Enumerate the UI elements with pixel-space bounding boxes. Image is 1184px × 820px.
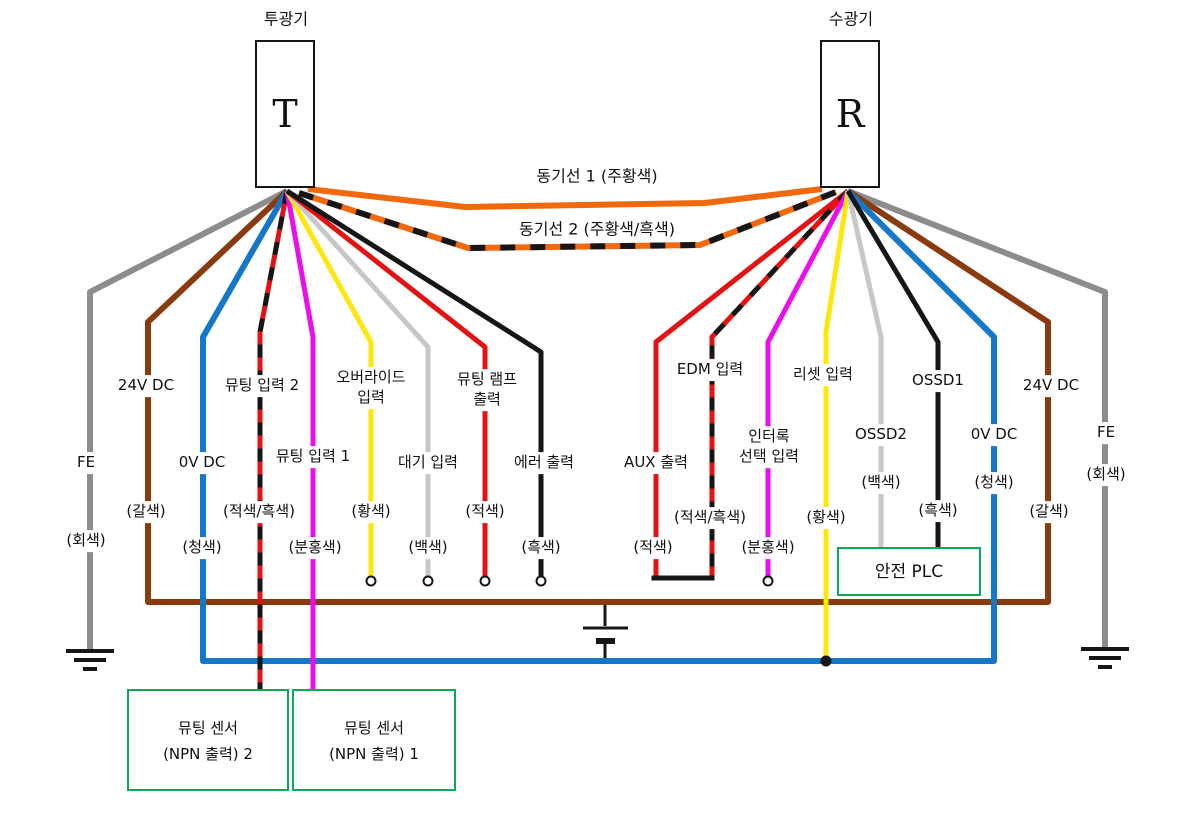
wire-0vdc-rail xyxy=(200,188,997,664)
wire-reset-input xyxy=(823,190,851,661)
fe-right-label: FE xyxy=(1092,422,1120,444)
wire-ossd1 xyxy=(845,189,941,551)
receiver-symbol: R xyxy=(835,92,865,136)
24vdc-left-color-label: (갈색) xyxy=(122,501,170,523)
wire-muting-input2-base xyxy=(257,190,290,690)
wire-fe-left xyxy=(87,188,289,649)
0vdc-right-color-label: (청색) xyxy=(970,472,1018,494)
wire-muting-lamp-output xyxy=(285,189,488,576)
wire-interlock-select-input xyxy=(765,189,851,576)
24vdc-right-label: 24V DC xyxy=(1018,375,1084,397)
muting-input2-color-label: (적색/흑색) xyxy=(219,501,299,523)
aux-output-color-label: (적색) xyxy=(629,537,677,559)
muting-input1-label: 뮤팅 입력 1 xyxy=(271,446,355,468)
override-input-label: 오버라이드 입력 xyxy=(332,367,410,409)
wire-edm-input-base xyxy=(709,189,850,578)
terminal-muting-lamp-output xyxy=(479,575,491,587)
ossd2-color-label: (백색) xyxy=(857,472,905,494)
error-output-color-label: (흑색) xyxy=(517,537,565,559)
fe-left-color-label: (회색) xyxy=(62,530,110,552)
24vdc-right-color-label: (갈색) xyxy=(1025,501,1073,523)
error-output-label: 에러 출력 xyxy=(510,452,578,474)
power-supply-symbol xyxy=(583,605,628,658)
reset-input-label: 리셋 입력 xyxy=(789,364,857,386)
0vdc-left-color-label: (청색) xyxy=(178,537,226,559)
standby-input-color-label: (백색) xyxy=(404,537,452,559)
terminal-error-output xyxy=(535,575,547,587)
receiver-title: 수광기 xyxy=(824,7,878,31)
0vdc-right-label: 0V DC xyxy=(966,424,1022,446)
0vdc-left-label: 0V DC xyxy=(174,452,230,474)
safety-plc-label: 안전 PLC xyxy=(874,561,944,582)
wire-error-output xyxy=(285,188,544,576)
fe-left-label: FE xyxy=(72,452,100,474)
safety-plc-box xyxy=(837,547,981,596)
ground-symbol-left xyxy=(66,649,114,671)
interlock-select-input-color-label: (분홍색) xyxy=(737,537,799,559)
muting-lamp-output-color-label: (적색) xyxy=(461,501,509,523)
ground-symbol-right xyxy=(1081,647,1129,669)
transmitter-symbol: T xyxy=(272,92,298,136)
ossd2-label: OSSD2 xyxy=(851,424,911,446)
ossd1-color-label: (흑색) xyxy=(914,500,962,522)
terminal-standby-input xyxy=(422,575,434,587)
wire-fe-right xyxy=(846,188,1108,647)
wire-override-input xyxy=(284,189,374,576)
interlock-select-input-label: 인터록 선택 입력 xyxy=(735,426,803,468)
edm-input-label: EDM 입력 xyxy=(672,359,748,381)
transmitter-title: 투광기 xyxy=(259,7,313,31)
receiver-box: R xyxy=(820,40,880,188)
transmitter-box: T xyxy=(255,40,315,188)
wire-standby-input xyxy=(285,189,431,576)
edm-input-color-label: (적색/흑색) xyxy=(670,507,750,529)
muting-sensor2-label: 뮤팅 센서 (NPN 출력) 2 xyxy=(163,718,253,763)
muting-sensor2-box xyxy=(127,689,289,791)
24vdc-left-label: 24V DC xyxy=(113,375,179,397)
sync2-label: 동기선 2 (주황색/흑색) xyxy=(515,217,679,241)
override-input-color-label: (황색) xyxy=(347,501,395,523)
muting-input2-label: 뮤팅 입력 2 xyxy=(220,375,304,397)
sync1-label: 동기선 1 (주황색) xyxy=(532,164,662,188)
muting-sensor1-box xyxy=(292,689,456,791)
muting-input1-color-label: (분홍색) xyxy=(284,537,346,559)
wire-muting-input1 xyxy=(284,190,316,690)
sync-line-1 xyxy=(307,186,823,210)
wire-24vdc-rail xyxy=(145,188,1051,605)
reset-input-color-label: (황색) xyxy=(802,507,850,529)
aux-output-label: AUX 출력 xyxy=(620,452,692,474)
terminal-override-input xyxy=(365,575,377,587)
standby-input-label: 대기 입력 xyxy=(394,452,462,474)
wire-aux-output xyxy=(653,189,850,578)
terminal-interlock-select-input xyxy=(762,575,774,587)
muting-lamp-output-label: 뮤팅 램프 출력 xyxy=(453,369,521,411)
fe-right-color-label: (회색) xyxy=(1082,464,1130,486)
sync-line-2-dash xyxy=(298,189,838,251)
junction-reset-0v xyxy=(820,655,832,667)
muting-sensor1-label: 뮤팅 센서 (NPN 출력) 1 xyxy=(329,718,419,763)
ossd1-label: OSSD1 xyxy=(908,370,968,392)
